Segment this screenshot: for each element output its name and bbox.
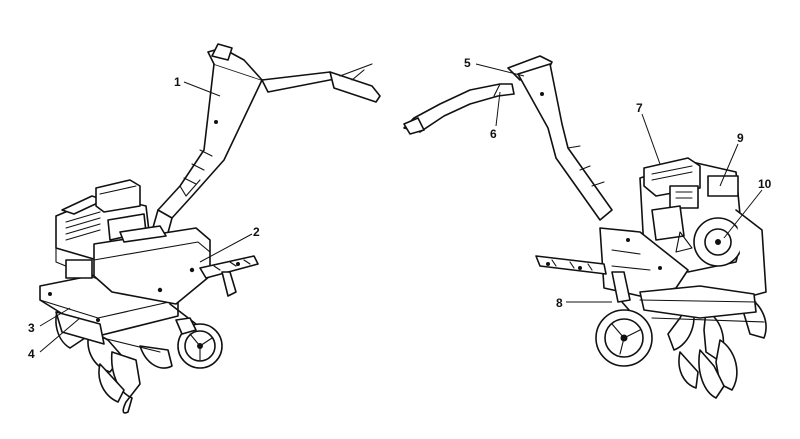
callout-1: 1 — [174, 75, 181, 89]
rear-shield-right — [639, 285, 757, 319]
callout-7: 7 — [636, 101, 643, 115]
transport-wheel-left — [169, 303, 223, 369]
engine-right — [639, 157, 767, 299]
callout-2: 2 — [253, 225, 260, 239]
callout-leaders — [39, 63, 763, 353]
tiller-left-view — [39, 43, 381, 414]
callout-4: 4 — [28, 347, 35, 361]
callout-9: 9 — [737, 131, 744, 145]
depth-bar-left — [199, 255, 259, 297]
callout-8: 8 — [556, 296, 563, 310]
callout-10: 10 — [758, 177, 772, 191]
handlebar-right — [403, 55, 613, 221]
callout-5: 5 — [464, 56, 471, 70]
handlebar-left — [149, 43, 381, 241]
tines-right — [651, 295, 767, 399]
tiller-right-view — [403, 55, 767, 399]
callout-6: 6 — [490, 127, 497, 141]
callout-labels: 1 2 3 4 5 6 7 8 9 10 — [28, 56, 772, 361]
belt-cover — [93, 225, 211, 305]
transport-wheel-right — [595, 301, 653, 367]
engine-left — [55, 179, 151, 281]
callout-3: 3 — [28, 321, 35, 335]
